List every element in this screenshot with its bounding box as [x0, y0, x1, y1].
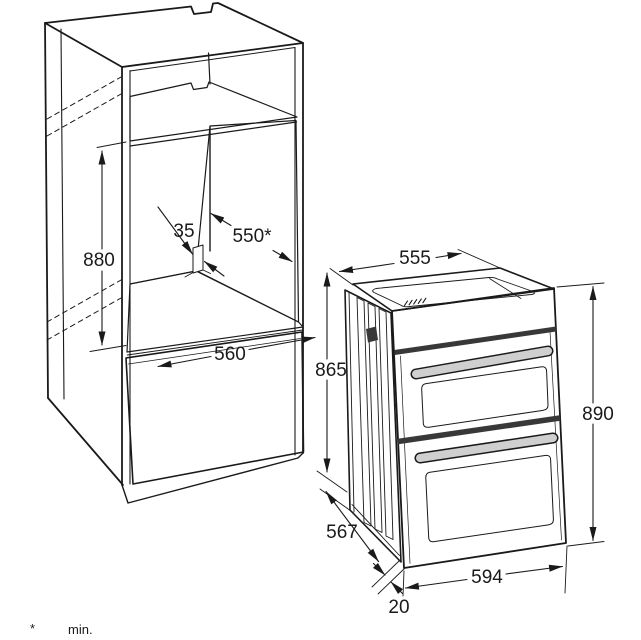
cabinet-side-panel [44, 22, 124, 486]
niche-back-panel [195, 119, 300, 323]
dim-body-depth: 567 [319, 488, 380, 563]
footnote-text: min. [68, 622, 93, 637]
dim-overall-height-label: 890 [582, 404, 614, 425]
footnote-symbol: * [30, 621, 35, 636]
top-opening-corner [207, 52, 211, 85]
cabinet-diagram: 880 35 550* 560 [44, 2, 316, 504]
dim-front-overhang: 20 [371, 560, 410, 618]
dim-body-height-label: 865 [315, 360, 347, 381]
dim-niche-height: 880 [83, 141, 127, 352]
cabinet-top-panel [44, 2, 304, 68]
dim-overall-height: 890 [556, 282, 614, 547]
door-separation-strip [397, 415, 561, 445]
upper-oven-handle [412, 347, 552, 378]
dim-top-width: 555 [329, 248, 501, 286]
upper-oven-door [410, 345, 554, 428]
oven-front-frame [391, 287, 567, 569]
lower-oven-handle [416, 434, 557, 462]
oven-diagram: 555 865 890 567 594 [315, 248, 614, 618]
dim-front-width-label: 594 [471, 567, 503, 588]
hidden-edge-dashes [46, 76, 122, 341]
dim-niche-depth-label: 550* [232, 226, 272, 247]
dim-body-depth-label: 567 [326, 522, 358, 543]
upper-oven-window [421, 366, 549, 428]
lower-oven-door [414, 432, 559, 543]
top-inset-panel [372, 276, 535, 308]
dim-front-overhang-label: 20 [388, 597, 409, 618]
side-rib [367, 302, 383, 533]
top-opening-edge [129, 47, 296, 72]
shelf-thickness-edge [129, 121, 298, 147]
cabinet-front-frame [121, 42, 304, 486]
dim-niche-height-label: 880 [83, 250, 115, 271]
dim-niche-depth: 550* [210, 212, 293, 263]
top-vent-slots [403, 297, 427, 307]
dim-niche-width-label: 560 [214, 344, 246, 365]
dim-niche-width: 560 [157, 336, 316, 368]
side-grip [366, 326, 378, 343]
cabinet-base-edge [121, 452, 304, 504]
oven-top-panel [352, 267, 555, 312]
control-panel-strip [394, 326, 557, 355]
oven-front [391, 287, 567, 569]
dim-front-width: 594 [402, 545, 568, 597]
footnote: * min. [30, 621, 93, 637]
dim-top-width-label: 555 [399, 248, 431, 269]
niche-floor [126, 270, 304, 353]
dim-rear-rail: 35 [157, 206, 225, 277]
side-rib [378, 308, 394, 540]
dim-body-height: 865 [315, 272, 348, 493]
dim-rear-rail-label: 35 [173, 221, 194, 242]
cabinet-shelf [129, 81, 298, 142]
lower-oven-window [425, 454, 554, 543]
